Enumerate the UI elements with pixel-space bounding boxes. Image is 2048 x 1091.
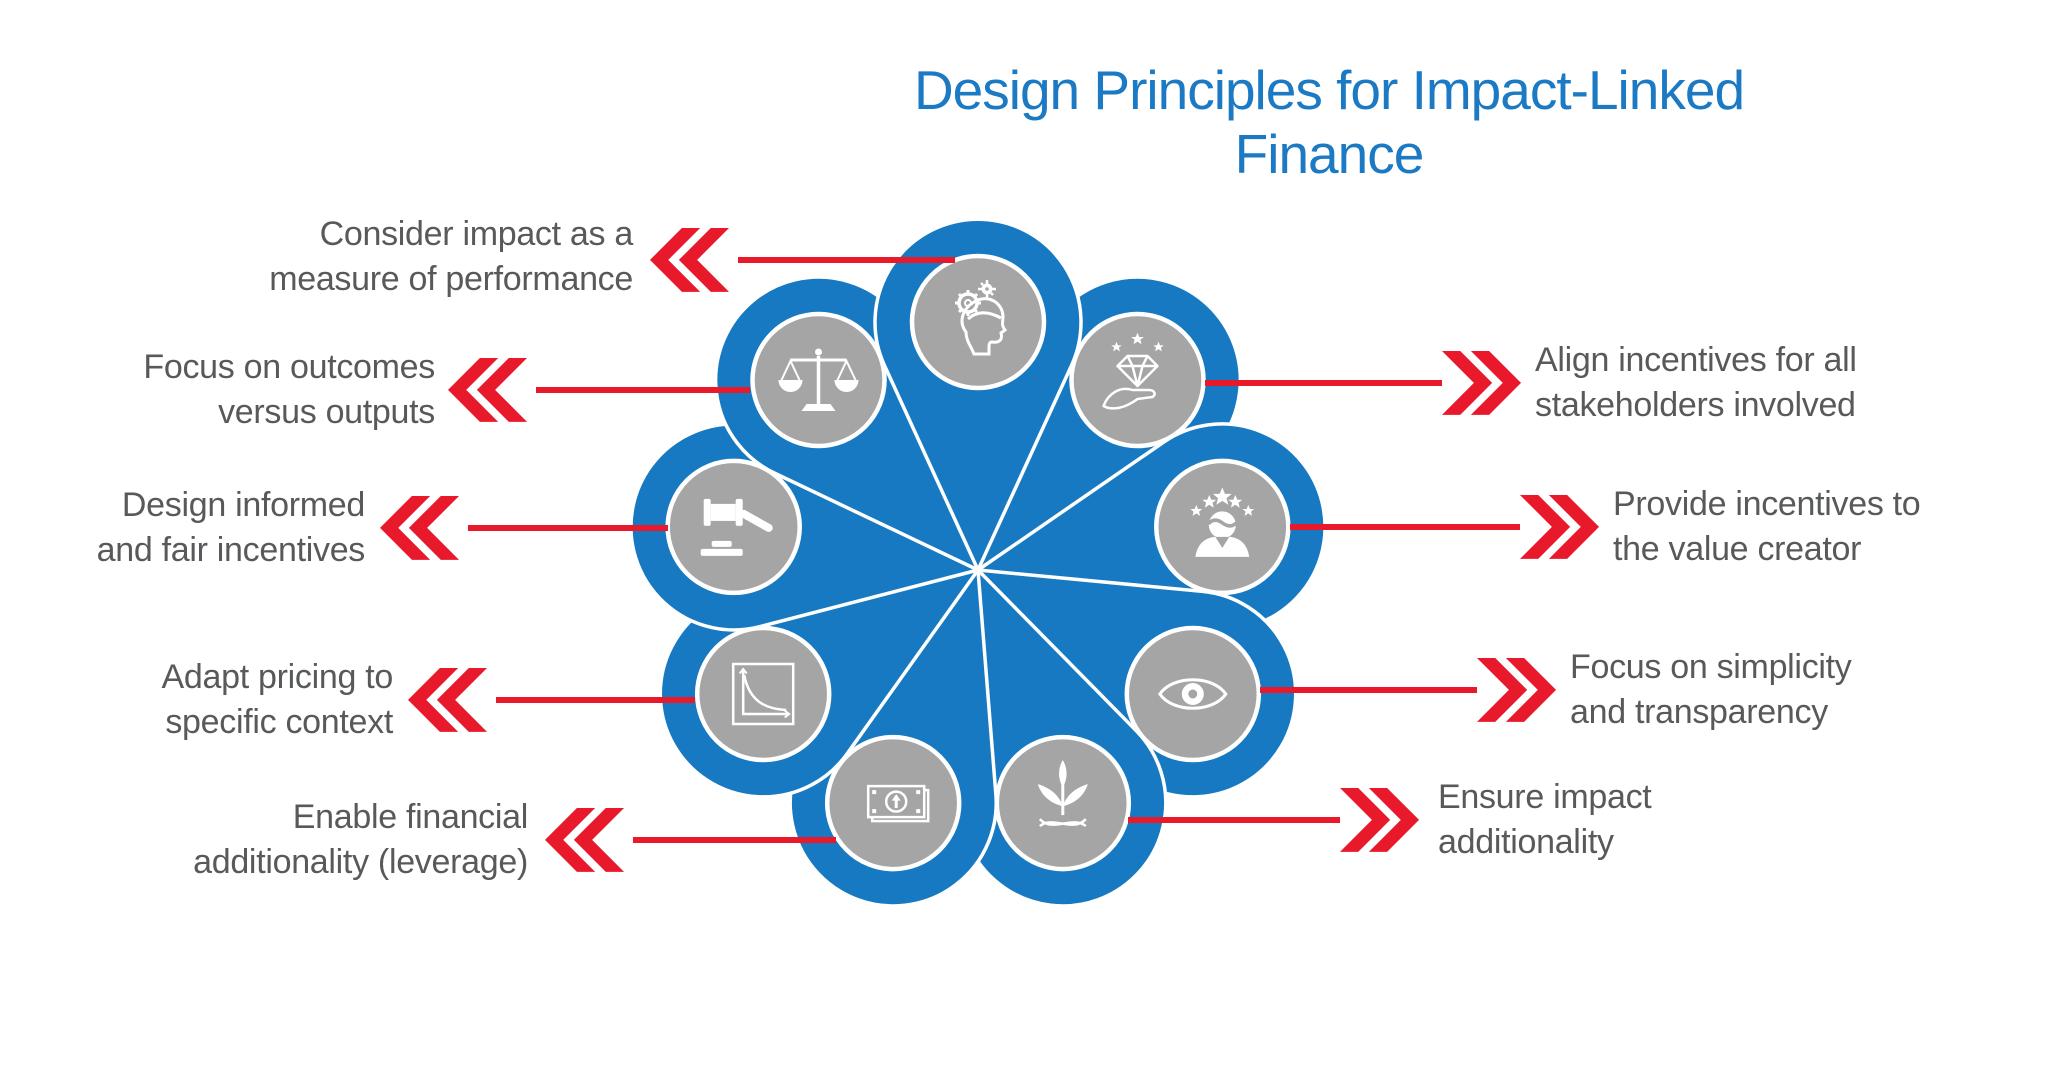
- label-line: additionality (leverage): [193, 843, 528, 881]
- eye-icon: [1157, 678, 1228, 710]
- circle-gavel: [665, 458, 802, 596]
- label-align-incentives: Align incentives for all stakeholders in…: [1535, 338, 2005, 428]
- head-gears-icon: [955, 280, 1008, 356]
- label-line: Align incentives for all: [1535, 341, 1857, 379]
- label-design-informed: Design informed and fair incentives: [60, 483, 366, 573]
- chevron-right-icon: [1477, 658, 1557, 722]
- label-line: additionality: [1438, 823, 1614, 861]
- label-line: Adapt pricing to: [161, 658, 394, 696]
- chevron-left-icon: [545, 808, 625, 872]
- label-line: Focus on outcomes: [143, 348, 435, 386]
- label-line: stakeholders involved: [1535, 386, 1856, 424]
- gavel-icon: [700, 498, 773, 556]
- label-line: and fair incentives: [96, 531, 366, 569]
- chevron-right-icon: [1442, 351, 1522, 415]
- label-enable-financial: Enable financial additionality (leverage…: [70, 795, 528, 885]
- scales-icon: [778, 348, 859, 411]
- circle-chart: [694, 625, 832, 763]
- label-line: the value creator: [1613, 530, 1862, 568]
- page-title: Design Principles for Impact-Linked Fina…: [913, 59, 1745, 185]
- chevron-left-icon: [650, 228, 730, 292]
- label-line: and transparency: [1570, 693, 1828, 731]
- label-line: Enable financial: [292, 798, 529, 836]
- label-focus-simplicity: Focus on simplicity and transparency: [1570, 645, 2000, 735]
- label-consider-impact: Consider impact as a measure of performa…: [195, 212, 633, 302]
- label-line: Ensure impact: [1438, 778, 1652, 816]
- chevron-left-icon: [380, 496, 460, 560]
- label-line: Focus on simplicity: [1570, 648, 1852, 686]
- label-line: Consider impact as a: [319, 215, 634, 253]
- label-line: versus outputs: [218, 393, 435, 431]
- label-provide-incentives: Provide incentives to the value creator: [1613, 482, 2043, 572]
- chevron-left-icon: [408, 668, 488, 732]
- label-line: Design informed: [121, 486, 365, 524]
- circle-hand-diamond: [1069, 311, 1206, 449]
- chevron-right-icon: [1520, 495, 1600, 559]
- circle-head-gears: [909, 253, 1047, 391]
- label-focus-outcomes: Focus on outcomes versus outputs: [60, 345, 435, 435]
- chart-decline-icon: [731, 662, 795, 726]
- label-adapt-pricing: Adapt pricing to specific context: [60, 655, 394, 745]
- money-up-icon: [866, 784, 930, 823]
- hand-diamond-icon: [1102, 332, 1164, 410]
- connectors: [468, 257, 1520, 843]
- label-line: measure of performance: [269, 260, 633, 298]
- label-line: Provide incentives to: [1613, 485, 1921, 523]
- chevron-left-icon: [448, 358, 528, 422]
- chevron-right-icon: [1340, 788, 1420, 852]
- label-line: specific context: [165, 703, 393, 741]
- plant-icon: [1037, 760, 1088, 828]
- person-stars-icon: [1190, 487, 1255, 557]
- label-ensure-impact: Ensure impact additionality: [1438, 775, 1858, 865]
